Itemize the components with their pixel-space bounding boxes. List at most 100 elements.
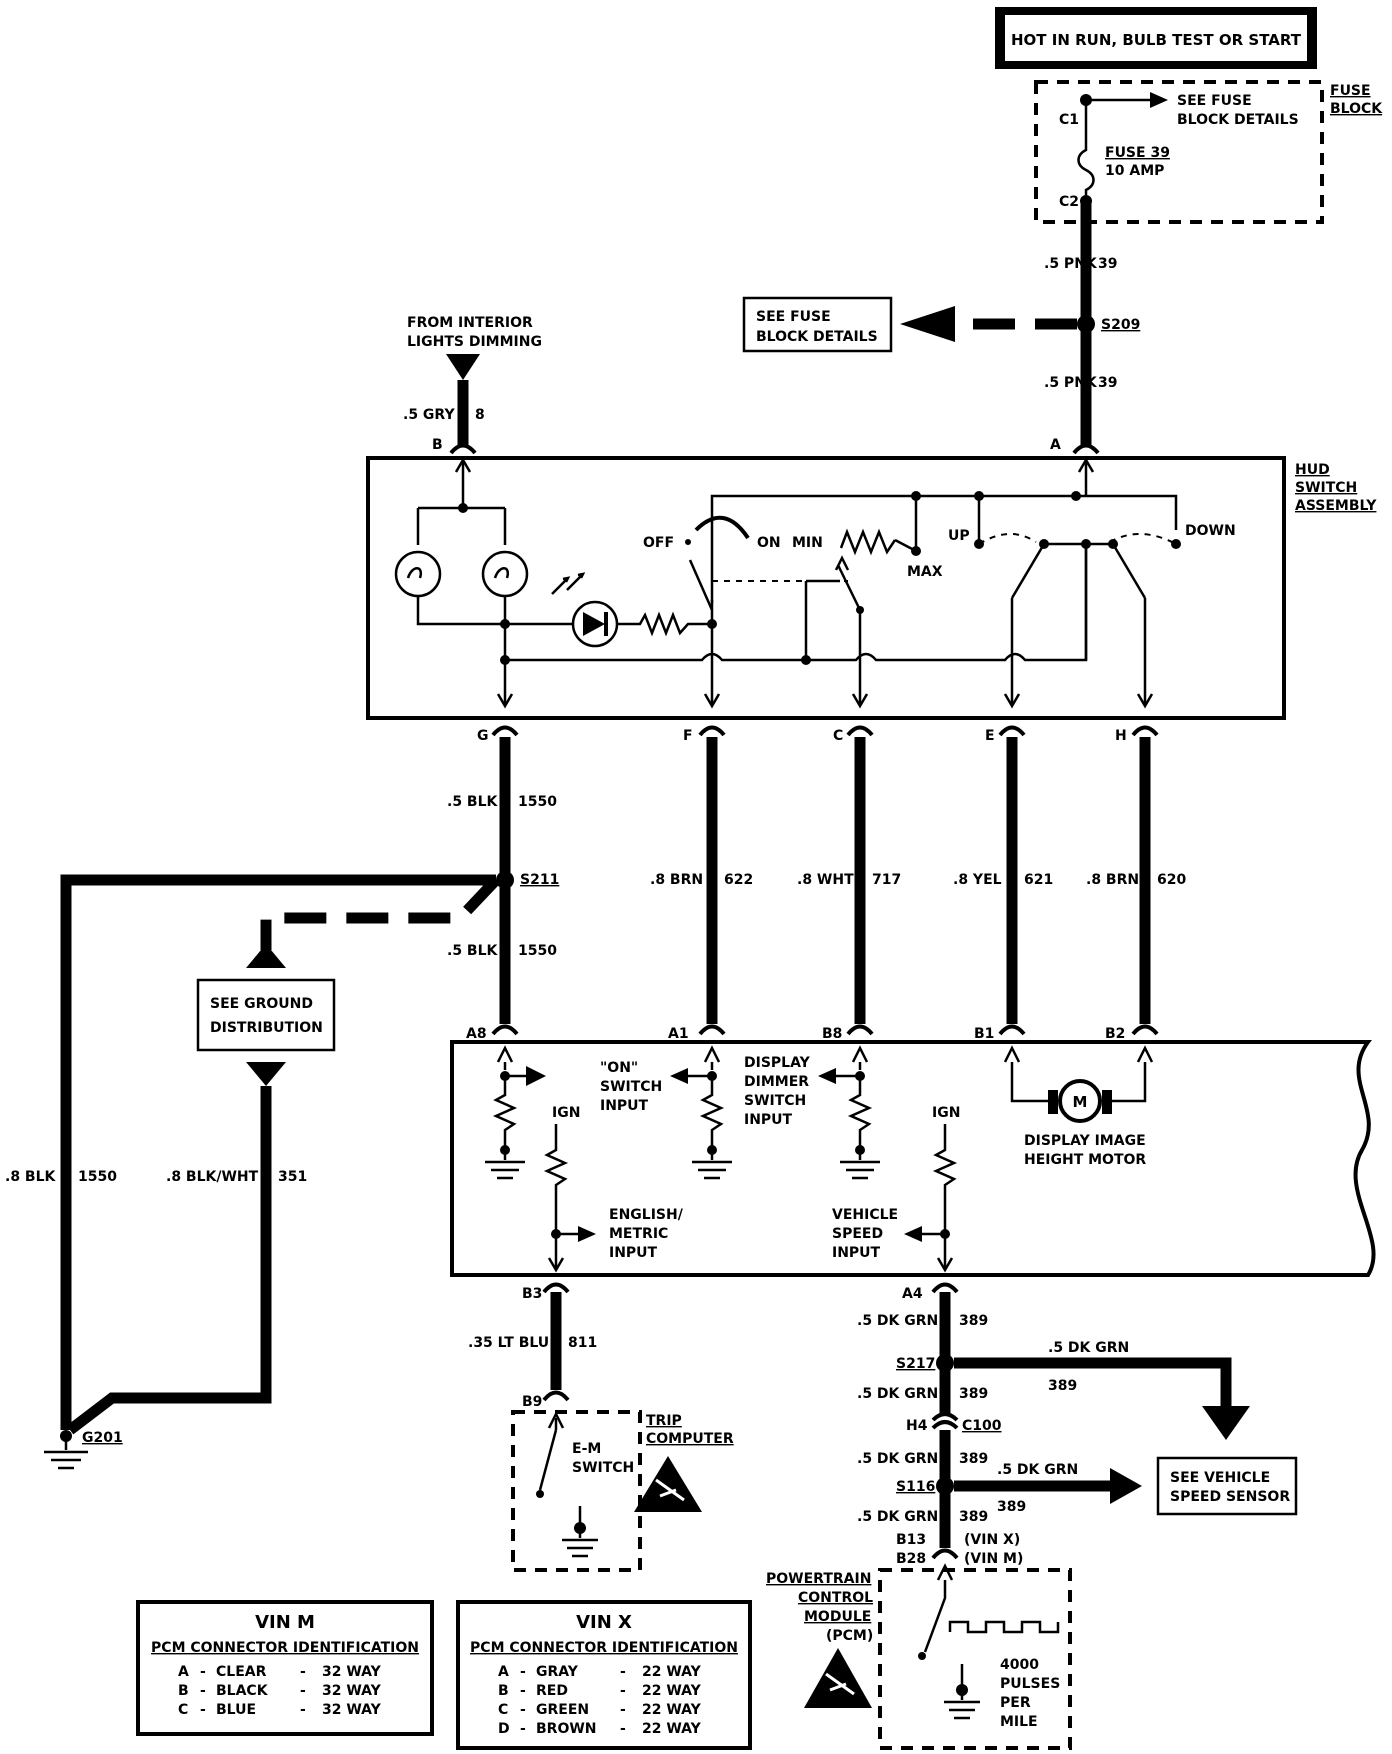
see-fuse-details-mid: SEE FUSE bbox=[756, 309, 831, 325]
svg-text:-: - bbox=[520, 1721, 526, 1737]
pcm-title-4: (PCM) bbox=[826, 1628, 873, 1644]
svg-text:22 WAY: 22 WAY bbox=[642, 1664, 702, 1680]
wire-1550-color-b: .5 BLK bbox=[447, 943, 499, 959]
wire-389-num-4: 389 bbox=[959, 1509, 988, 1525]
svg-text:22 WAY: 22 WAY bbox=[642, 1702, 702, 1718]
dimming-source-icon bbox=[446, 354, 480, 380]
svg-text:A: A bbox=[178, 1664, 189, 1680]
dimmer-input-label: DISPLAY bbox=[744, 1055, 811, 1071]
pin-a8-label: A8 bbox=[466, 1026, 487, 1042]
svg-text:B: B bbox=[498, 1683, 509, 1699]
see-fuse-details-top-2: BLOCK DETAILS bbox=[1177, 112, 1299, 128]
fuse-block-label: FUSE bbox=[1330, 83, 1371, 99]
fuse-block-label-2: BLOCK bbox=[1330, 101, 1383, 117]
wire-717-num: 717 bbox=[872, 872, 901, 888]
ground-icon-2 bbox=[485, 1150, 525, 1180]
fuse-block-box bbox=[1034, 80, 1324, 224]
svg-text:GRAY: GRAY bbox=[536, 1664, 579, 1680]
splice-s217 bbox=[936, 1354, 954, 1372]
vin-x-subtitle: PCM CONNECTOR IDENTIFICATION bbox=[470, 1640, 738, 1656]
wire-389-color-3: .5 DK GRN bbox=[857, 1451, 938, 1467]
speed-label-3: INPUT bbox=[832, 1245, 881, 1261]
wire-717-color: .8 WHT bbox=[797, 872, 854, 888]
wire-389-right-num-2: 389 bbox=[997, 1499, 1026, 1515]
dimmer-rheostat-icon bbox=[839, 528, 897, 556]
svg-text:BLUE: BLUE bbox=[216, 1702, 256, 1718]
ground-dist-label-2: DISTRIBUTION bbox=[210, 1020, 323, 1036]
vin-x-table bbox=[456, 1600, 752, 1750]
wire-39-color-a: .5 PNK bbox=[1044, 256, 1098, 272]
fuse-details-big-arrow-icon bbox=[900, 306, 955, 342]
pulses-label-4: MILE bbox=[1000, 1714, 1038, 1730]
esd-warning-icon bbox=[634, 1456, 702, 1512]
pulses-label: 4000 bbox=[1000, 1657, 1039, 1673]
svg-text:-: - bbox=[620, 1664, 626, 1680]
ground-dist-down-arrow-icon bbox=[246, 1062, 286, 1086]
svg-text:-: - bbox=[520, 1664, 526, 1680]
pulses-label-3: PER bbox=[1000, 1695, 1031, 1711]
wire-389-right-color-1: .5 DK GRN bbox=[1048, 1340, 1129, 1356]
wire-351-num: 351 bbox=[278, 1169, 307, 1185]
wire-621-color: .8 YEL bbox=[953, 872, 1002, 888]
eng-metric-label-3: INPUT bbox=[609, 1245, 658, 1261]
svg-text:D: D bbox=[498, 1721, 510, 1737]
vin-m-rows: A-CLEAR-32 WAY B-BLACK-32 WAY C-BLUE-32 … bbox=[178, 1664, 382, 1718]
s217-label: S217 bbox=[896, 1356, 935, 1372]
min-label: MIN bbox=[792, 535, 823, 551]
pcm-title: POWERTRAIN bbox=[766, 1571, 871, 1587]
on-off-switch-icon bbox=[688, 559, 714, 611]
hud-switch-title-3: ASSEMBLY bbox=[1295, 498, 1377, 514]
svg-text:-: - bbox=[620, 1721, 626, 1737]
pin-b8-label: B8 bbox=[822, 1026, 842, 1042]
fuse-details-arrow-icon bbox=[1150, 92, 1168, 108]
fuse-rating: FUSE 39 bbox=[1105, 145, 1170, 161]
trip-computer-box bbox=[511, 1410, 642, 1572]
dimmer-input-label-4: INPUT bbox=[744, 1112, 793, 1128]
pin-b28-label: B28 bbox=[896, 1551, 926, 1567]
svg-text:C: C bbox=[178, 1702, 188, 1718]
wire-622-num: 622 bbox=[724, 872, 753, 888]
hud-switch-title-2: SWITCH bbox=[1295, 480, 1357, 496]
wire-389-num-1: 389 bbox=[959, 1313, 988, 1329]
pulse-wave-icon bbox=[948, 1620, 1060, 1634]
pin-e-label: E bbox=[985, 728, 995, 744]
svg-text:-: - bbox=[520, 1702, 526, 1718]
vin-m-table bbox=[136, 1600, 434, 1736]
vin-m-subtitle: PCM CONNECTOR IDENTIFICATION bbox=[151, 1640, 419, 1656]
vin-x-title: VIN X bbox=[576, 1612, 632, 1633]
pin-b2-label: B2 bbox=[1105, 1026, 1125, 1042]
pin-c-label: C bbox=[833, 728, 843, 744]
pin-a1-label: A1 bbox=[668, 1026, 689, 1042]
speed-label-2: SPEED bbox=[832, 1226, 883, 1242]
s211-label: S211 bbox=[520, 872, 559, 888]
wire-622-color: .8 BRN bbox=[650, 872, 703, 888]
pin-a4-label: A4 bbox=[902, 1286, 923, 1302]
svg-text:32 WAY: 32 WAY bbox=[322, 1683, 382, 1699]
down-switch-icon bbox=[1111, 543, 1147, 599]
wire-389-right-num-1: 389 bbox=[1048, 1378, 1077, 1394]
max-label: MAX bbox=[907, 564, 943, 580]
ground-dist-box bbox=[196, 978, 336, 1052]
eng-metric-label: ENGLISH/ bbox=[609, 1207, 684, 1223]
em-switch-icon bbox=[538, 1429, 558, 1491]
resistor-icon bbox=[617, 611, 712, 637]
wire-1550-color: .5 BLK bbox=[447, 794, 499, 810]
svg-text:-: - bbox=[200, 1664, 206, 1680]
on-input-label-3: INPUT bbox=[600, 1098, 649, 1114]
hud-switch-title: HUD bbox=[1295, 462, 1330, 478]
ign-label-2: IGN bbox=[932, 1105, 960, 1121]
vin-m-title: VIN M bbox=[255, 1612, 315, 1633]
wire-1550-left-num: 1550 bbox=[78, 1169, 117, 1185]
svg-text:B: B bbox=[178, 1683, 189, 1699]
ground-icon-3 bbox=[692, 1150, 732, 1180]
fuse-amps: 10 AMP bbox=[1105, 163, 1164, 179]
svg-text:RED: RED bbox=[536, 1683, 568, 1699]
vin-x-pin-note: (VIN X) bbox=[964, 1532, 1020, 1548]
svg-text:-: - bbox=[200, 1683, 206, 1699]
dimming-label: FROM INTERIOR bbox=[407, 315, 533, 331]
pin-b9-label: B9 bbox=[522, 1394, 542, 1410]
vin-m-pin-note: (VIN M) bbox=[964, 1551, 1023, 1567]
svg-text:32 WAY: 32 WAY bbox=[322, 1702, 382, 1718]
wire-8-num: 8 bbox=[475, 407, 485, 423]
up-switch-icon bbox=[1010, 543, 1046, 599]
